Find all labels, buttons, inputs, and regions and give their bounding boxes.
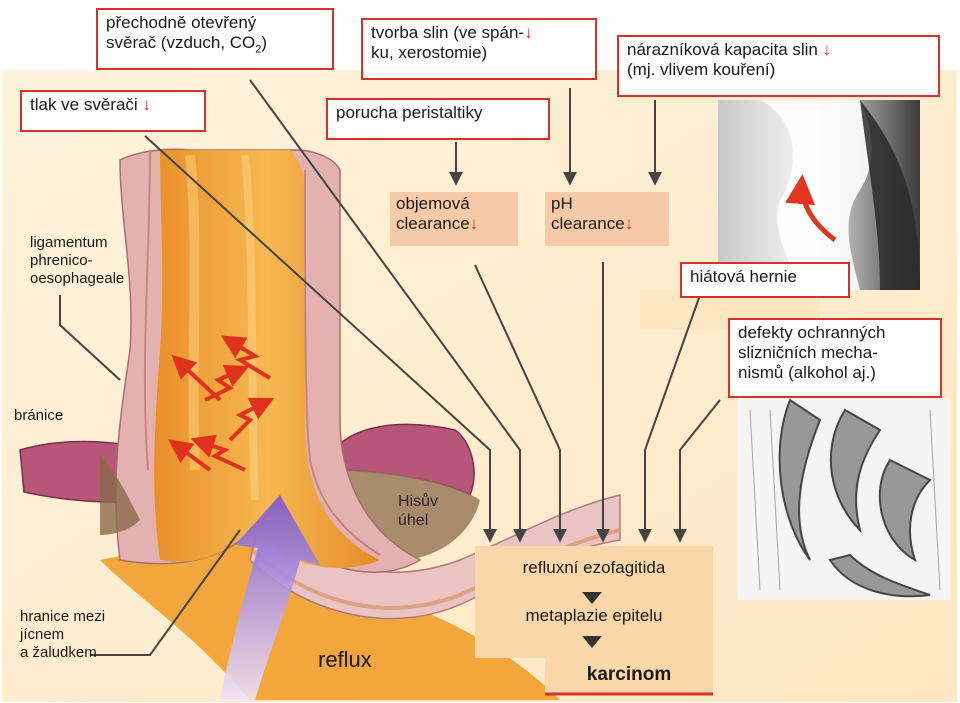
label-boundary: hranice mezi jícnem a žaludkem — [20, 608, 105, 662]
label-saliva-text1: tvorba slin (ve spán- — [371, 23, 525, 42]
label-his-angle: Hisův úhel — [398, 492, 438, 530]
label-hiatal-hernia-text: hiátová hernie — [690, 267, 797, 286]
label-diaphragm: bránice — [14, 407, 64, 424]
label-volume-line1: objemová — [396, 194, 470, 213]
label-sphincter-pressure: tlak ve svěrači ↓ — [20, 90, 206, 132]
chain-arrow-1 — [582, 592, 602, 604]
label-ligament-line3: oesophageale — [30, 270, 125, 287]
label-sphincter-open-line1: přechodně otevřený — [106, 13, 257, 32]
decrease-icon: ↓ — [469, 214, 479, 233]
label-buffer-capacity: nárazníková kapacita slin ↓ (mj. vlivem … — [617, 35, 940, 97]
label-saliva-production: tvorba slin (ve spán-↓ ku, xerostomie) — [361, 18, 597, 80]
label-saliva-line2: ku, xerostomie) — [371, 43, 488, 62]
label-hiatal-hernia: hiátová hernie — [680, 262, 850, 298]
label-ph-clearance: pH clearance↓ — [545, 192, 669, 246]
decrease-icon: ↓ — [822, 40, 832, 59]
label-his-angle-line1: Hisův — [398, 493, 439, 510]
label-peristalsis-text: porucha peristaltiky — [336, 103, 483, 122]
label-defects: defekty ochranných slizničních mecha- ni… — [728, 318, 942, 398]
label-saliva-line1: tvorba slin (ve spán-↓ — [371, 23, 587, 43]
label-buffer-text1: nárazníková kapacita slin — [627, 40, 818, 59]
label-volume-clearance: objemová clearance↓ — [390, 192, 518, 246]
label-reflux: reflux — [318, 647, 372, 672]
label-sphincter-open-end: ) — [261, 33, 268, 52]
chain-step-esophagitis: refluxní ezofagitida — [522, 558, 666, 577]
label-his-angle-line2: úhel — [398, 512, 429, 529]
chain-step-carcinoma: karcinom — [586, 664, 672, 685]
label-volume-line2: clearance↓ — [396, 214, 512, 234]
label-ph-text2: clearance — [551, 214, 625, 233]
label-boundary-line3: a žaludkem — [20, 644, 97, 661]
label-sphincter-pressure-text: tlak ve svěrači — [30, 95, 138, 114]
label-ligament-line1: ligamentum — [30, 234, 108, 251]
decrease-icon: ↓ — [624, 214, 634, 233]
esophagus-lumen — [154, 150, 380, 569]
label-sphincter-open-line2: svěrač (vzduch, CO2) — [106, 33, 324, 59]
chain-arrow-2 — [582, 636, 602, 648]
label-volume-text2: clearance — [396, 214, 470, 233]
co2-subscript: 2 — [255, 43, 262, 56]
label-buffer-line2: (mj. vlivem kouření) — [627, 60, 776, 79]
chain-step-metaplasia: metaplazie epitelu — [525, 606, 663, 625]
label-ph-line2: clearance↓ — [551, 214, 663, 234]
label-sphincter-open: přechodně otevřený svěrač (vzduch, CO2) — [96, 8, 334, 70]
label-buffer-line1: nárazníková kapacita slin ↓ — [627, 40, 930, 60]
label-boundary-line1: hranice mezi — [20, 608, 106, 625]
reflux-arrow — [220, 495, 320, 700]
label-defects-line1: defekty ochranných — [738, 323, 886, 342]
label-peristalsis: porucha peristaltiky — [326, 98, 550, 140]
label-ligament: ligamentum phrenico- oesophageale — [30, 234, 124, 288]
decrease-icon: ↓ — [142, 95, 151, 114]
label-boundary-line2: jícnem — [20, 626, 65, 643]
decrease-icon: ↓ — [524, 23, 533, 42]
acid-zigzag-arrows — [168, 335, 275, 472]
label-defects-line3: nismů (alkohol aj.) — [738, 363, 876, 382]
label-ph-line1: pH — [551, 194, 573, 213]
label-ligament-line2: phrenico- — [30, 252, 93, 269]
label-sphincter-open-text: svěrač (vzduch, CO — [106, 33, 256, 52]
label-defects-line2: slizničních mecha- — [738, 343, 878, 362]
connector-lines — [59, 79, 721, 656]
